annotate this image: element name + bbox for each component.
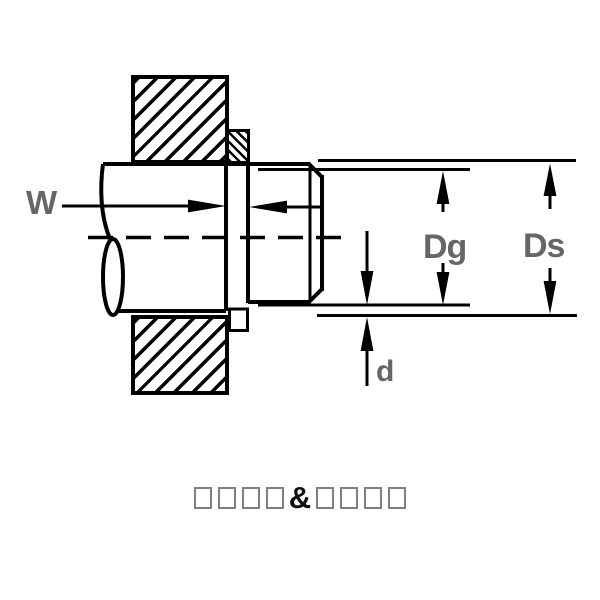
w-arrow-left-icon bbox=[249, 200, 287, 214]
chamfer-bottom bbox=[306, 287, 324, 305]
shaft-break-ellipse bbox=[101, 237, 125, 317]
ds-arrow-down-icon bbox=[543, 281, 557, 314]
missing-glyph-box bbox=[316, 487, 335, 509]
dimension-ds: Ds bbox=[523, 163, 566, 314]
dimension-dg: Dg bbox=[423, 171, 467, 305]
missing-glyph-box bbox=[340, 487, 359, 509]
shaft-break-arc bbox=[99, 163, 112, 240]
d-arrow-up-icon bbox=[360, 317, 374, 351]
dg-arrow-up-icon bbox=[436, 171, 450, 204]
d-arrow-down-icon bbox=[360, 271, 374, 305]
w-label: W bbox=[26, 184, 58, 221]
missing-glyph-box bbox=[241, 487, 260, 509]
ring-bottom-lug bbox=[228, 307, 249, 332]
missing-glyph-box bbox=[388, 487, 407, 509]
missing-glyph-box bbox=[217, 487, 236, 509]
caption: & bbox=[0, 482, 600, 514]
dg-label: Dg bbox=[423, 228, 466, 266]
ampersand: & bbox=[288, 480, 312, 515]
housing-bottom-block-hatched bbox=[131, 315, 229, 395]
housing-top-block-hatched bbox=[131, 75, 229, 164]
dimension-d: d bbox=[360, 231, 394, 388]
w-arrow-right-icon bbox=[188, 199, 226, 213]
reference-lines bbox=[258, 159, 577, 317]
ds-label: Ds bbox=[523, 227, 565, 265]
dg-arrow-down-icon bbox=[436, 272, 450, 305]
missing-glyph-box bbox=[193, 487, 212, 509]
ds-arrow-up-icon bbox=[543, 163, 557, 196]
missing-glyph-box bbox=[364, 487, 383, 509]
dimension-w: W bbox=[26, 184, 324, 221]
d-label: d bbox=[376, 355, 393, 388]
missing-glyph-box bbox=[265, 487, 284, 509]
